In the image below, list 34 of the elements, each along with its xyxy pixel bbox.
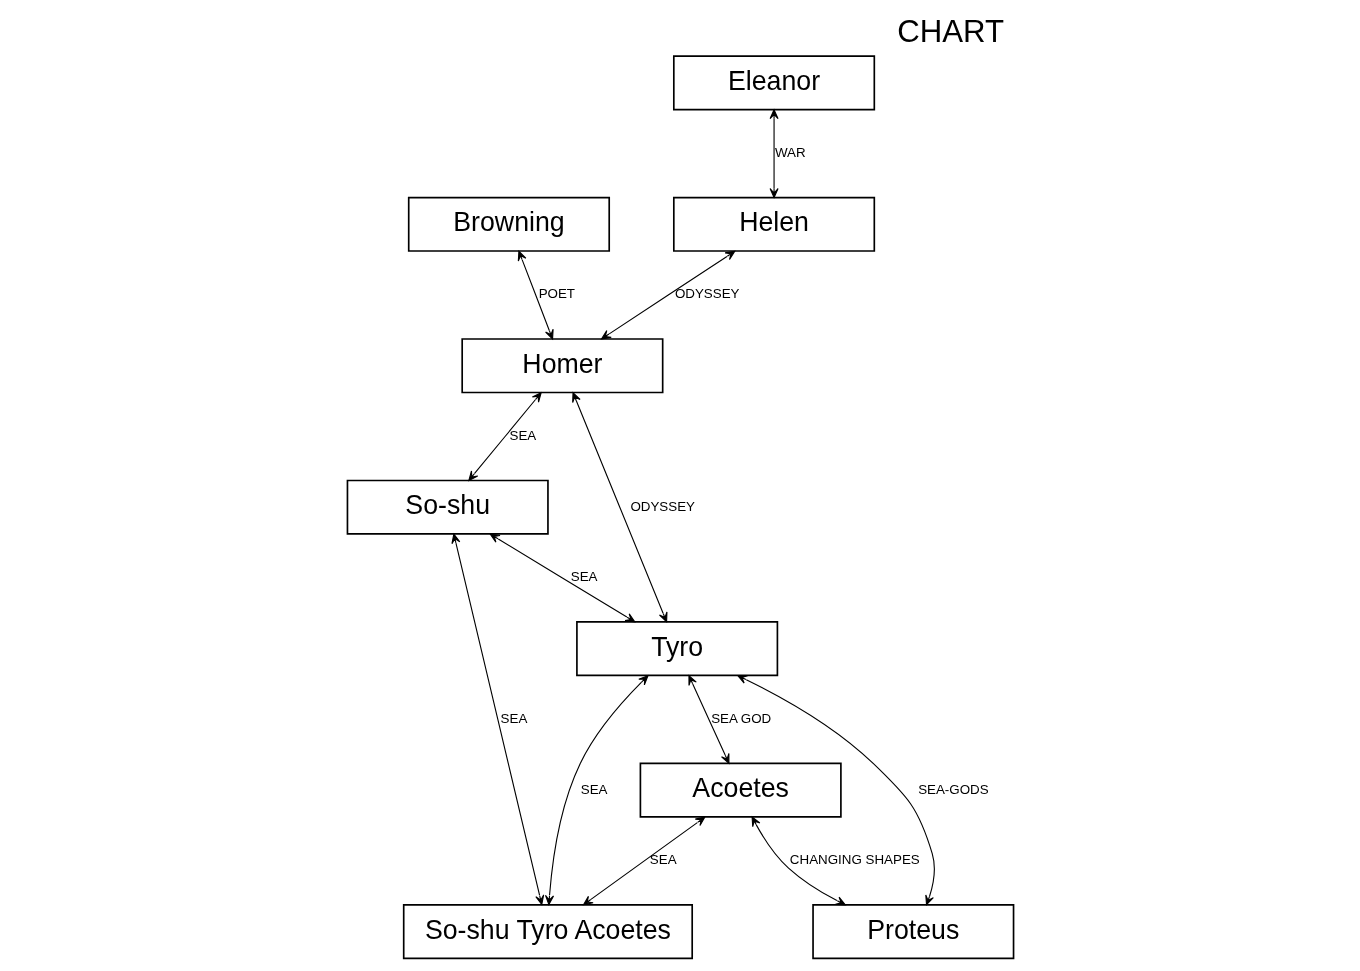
node-box: Browning [407, 196, 610, 252]
edge-label: SEA [649, 852, 677, 868]
arrow [467, 392, 542, 481]
arrow [582, 816, 705, 906]
arrow [544, 675, 648, 906]
arrow [450, 533, 544, 906]
edge-label: WAR [774, 145, 806, 161]
node-box: Tyro [575, 621, 778, 677]
arrow [769, 109, 779, 199]
arrow [600, 250, 735, 340]
edge-label: SEA [500, 710, 527, 726]
node-box: So-shu Tyro Acoetes [402, 904, 693, 960]
edge-label: SEA-GODS [917, 781, 989, 797]
edge-label: POET [538, 286, 575, 302]
diagram-title: CHART [896, 14, 1004, 50]
edge-label: SEA [570, 569, 598, 585]
edge-label: ODYSSEY [674, 286, 740, 302]
edge-label: SEA GOD [710, 710, 771, 726]
node-box: Acoetes [639, 762, 842, 818]
node-box: Helen [672, 196, 875, 252]
edge-label: CHANGING SHAPES [789, 852, 920, 868]
node-box: So-shu [346, 479, 549, 535]
node-box: Proteus [811, 904, 1014, 960]
node-box: Eleanor [672, 55, 875, 111]
node-box: Homer [460, 338, 663, 394]
arrow [571, 392, 667, 623]
arrow [751, 816, 846, 906]
edge-label: ODYSSEY [629, 498, 695, 514]
edge-label: SEA [509, 427, 536, 443]
edge-label: SEA [580, 781, 608, 797]
arrow [517, 250, 554, 340]
arrow [736, 675, 935, 906]
arrow [687, 675, 729, 764]
arrow [489, 533, 635, 623]
